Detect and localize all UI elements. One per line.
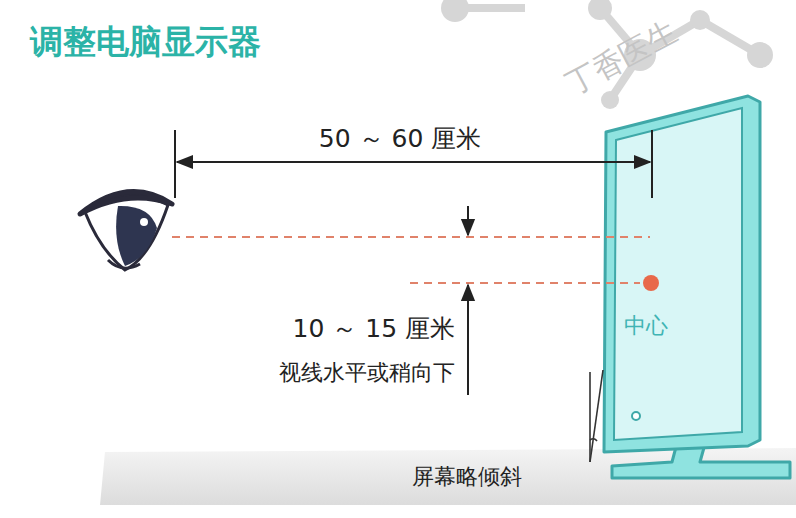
title: 调整电脑显示器: [30, 22, 261, 62]
height-label: 10 ～ 15 厘米: [293, 314, 455, 344]
tilt-indicator: [590, 370, 603, 462]
molecule-decoration: [441, 0, 773, 109]
monitor-screen: [614, 108, 742, 440]
center-dot: [643, 275, 659, 291]
eye: [80, 192, 172, 270]
monitor-body: [604, 96, 760, 452]
power-button: [632, 412, 640, 420]
height-dimension: [467, 206, 469, 395]
distance-label: 50 ～ 60 厘米: [319, 124, 481, 154]
sight-note: 视线水平或稍向下: [279, 360, 455, 386]
center-label: 中心: [624, 313, 668, 339]
sight-lines: [172, 237, 650, 283]
tilt-label: 屏幕略倾斜: [412, 464, 522, 490]
